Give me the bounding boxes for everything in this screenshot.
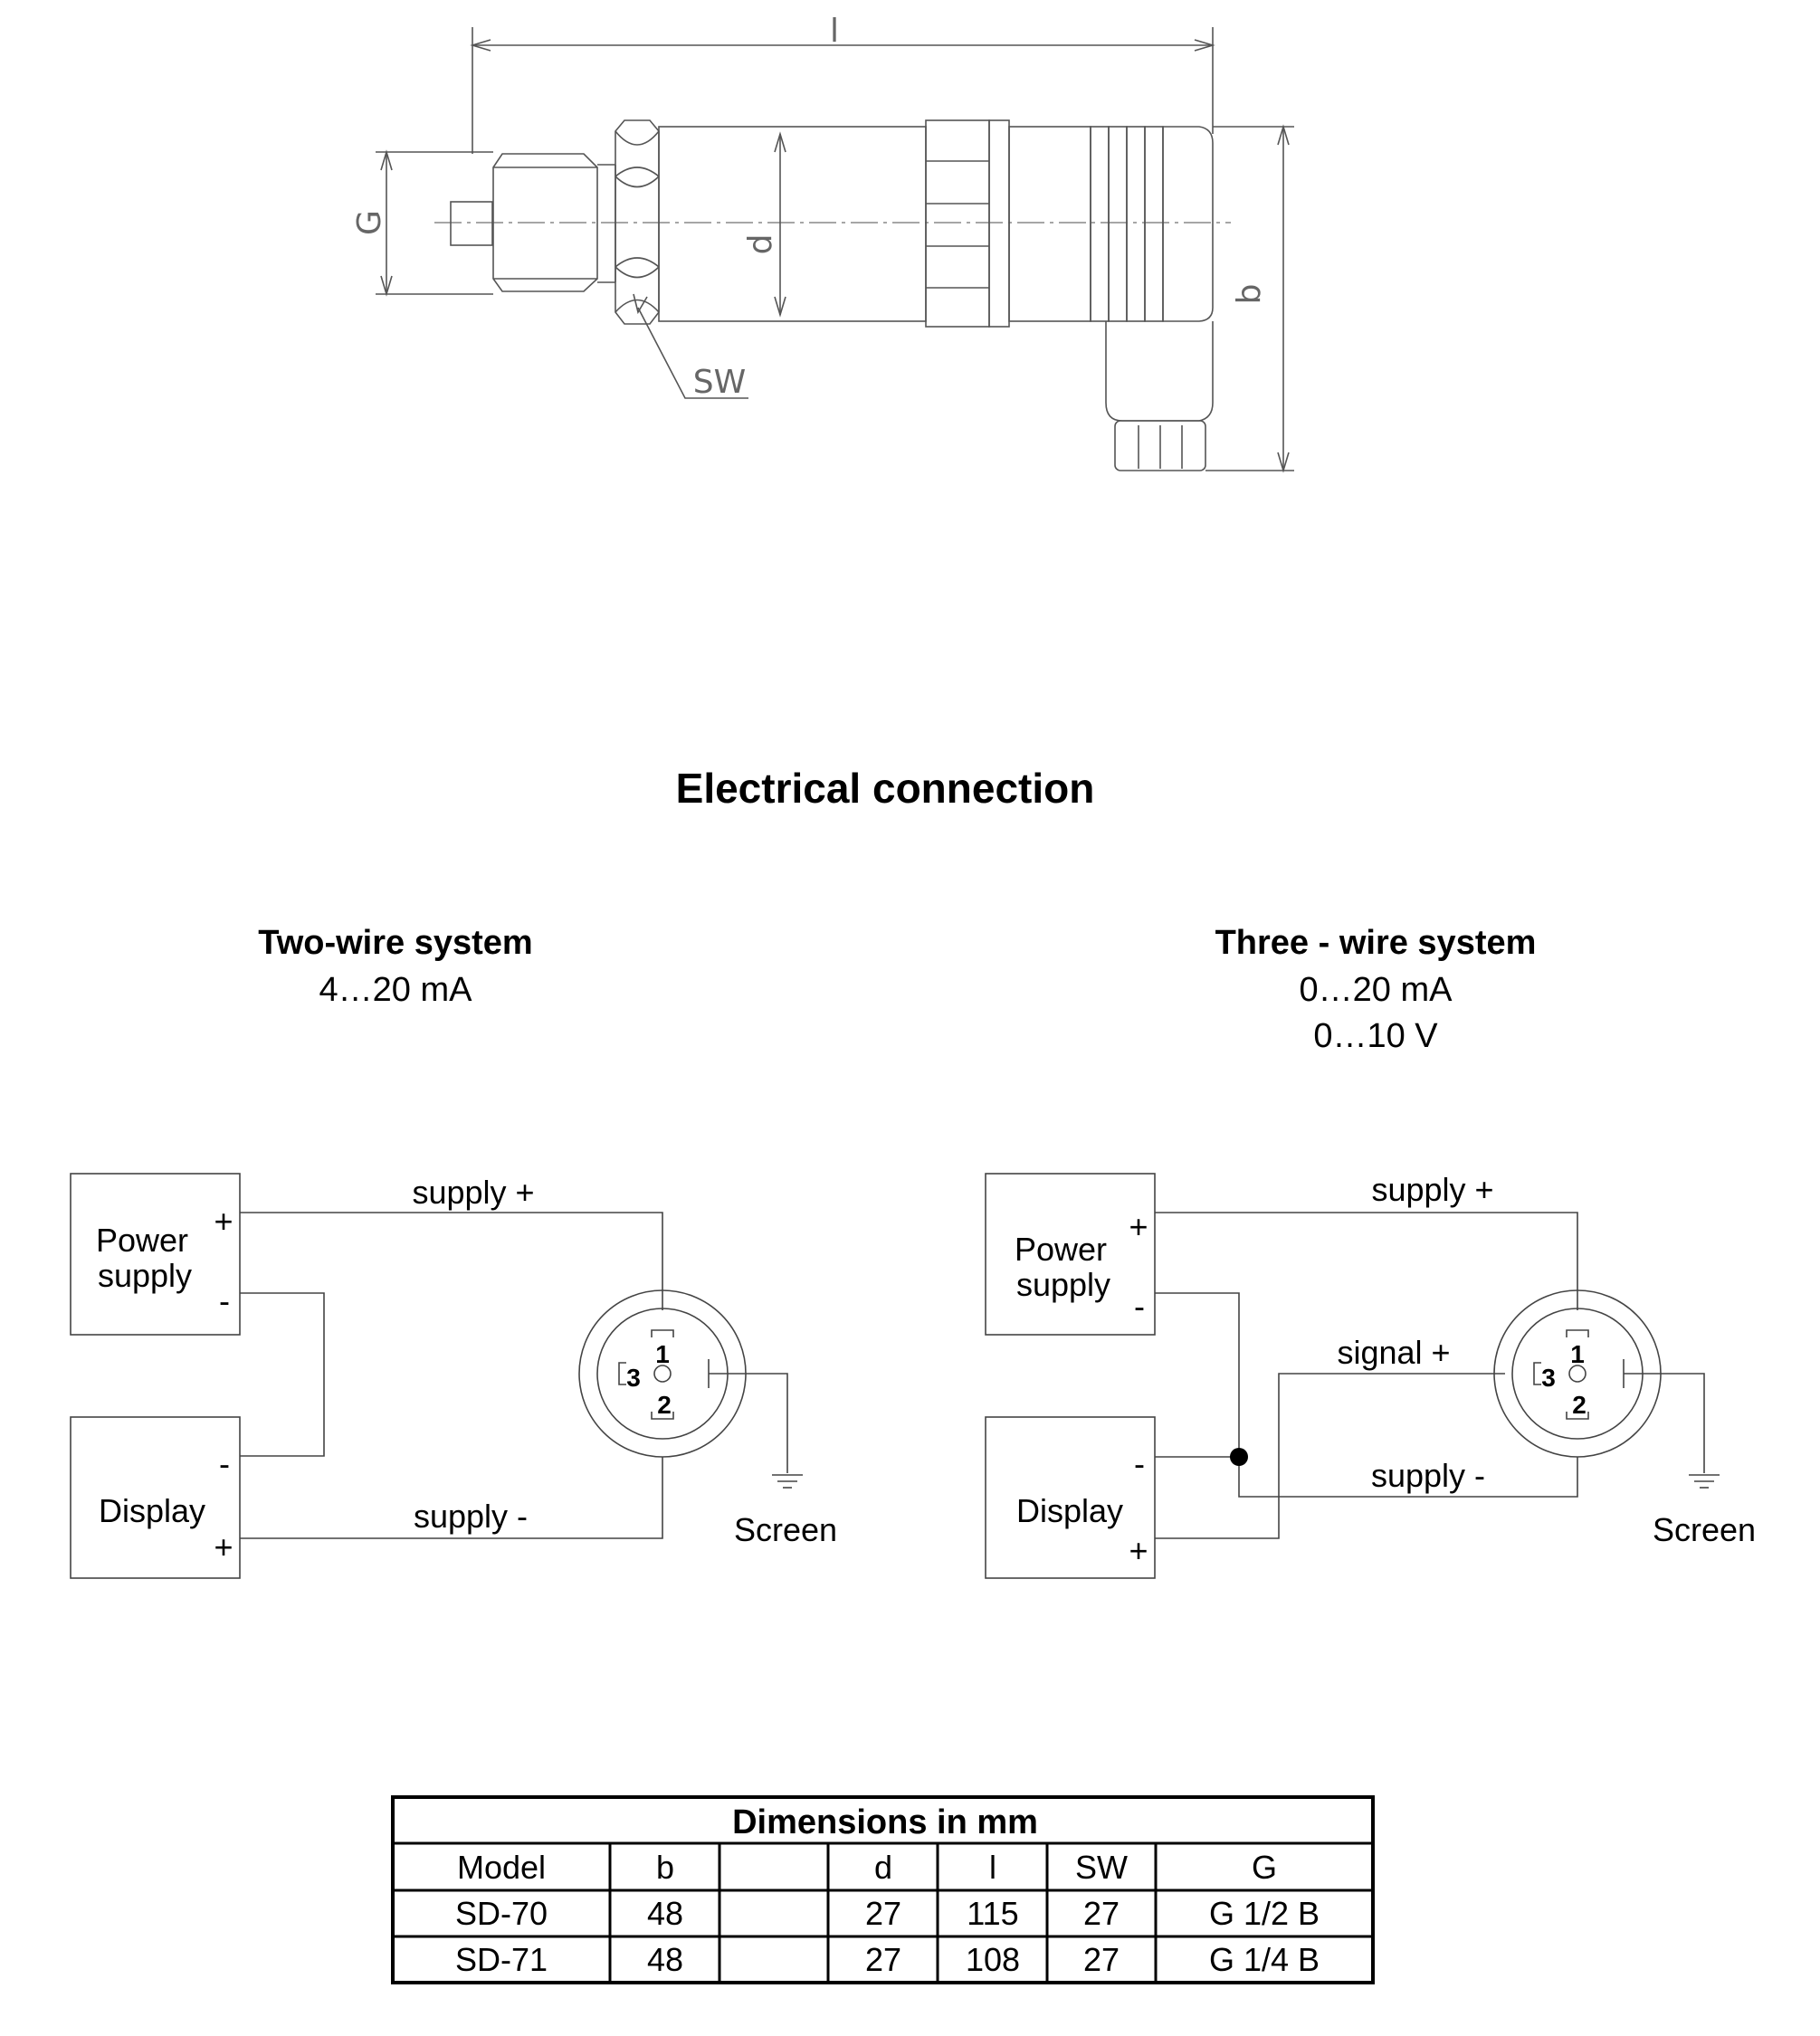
three-wire-power-label-1: Power [1015, 1231, 1107, 1268]
three-wire-signal-plus-label: signal + [1337, 1334, 1450, 1371]
table-cell: 27 [1083, 1941, 1120, 1978]
table-cell: 108 [966, 1941, 1020, 1978]
three-wire-supply-plus-label: supply + [1371, 1171, 1493, 1208]
two-wire-power-box [70, 1173, 241, 1336]
table-cell: SD-70 [455, 1895, 548, 1932]
two-wire-pin-3: 3 [626, 1364, 641, 1392]
two-wire-screen-label: Screen [734, 1511, 837, 1548]
three-wire-diagram: Three - wire system 0…20 mA 0…10 V [985, 924, 1756, 1579]
two-wire-range: 4…20 mA [319, 971, 473, 1009]
two-wire-display-plus: + [214, 1528, 233, 1565]
table-cell: G 1/2 B [1209, 1895, 1320, 1932]
dim-g-label: G [351, 210, 388, 235]
table-header-cell: l [989, 1849, 996, 1886]
two-wire-diagram: Two-wire system 4…20 mA Power [70, 924, 837, 1579]
three-wire-display-plus: + [1129, 1532, 1148, 1569]
two-wire-power-label-2: supply [98, 1257, 192, 1294]
table-cell: 27 [865, 1941, 901, 1978]
three-wire-range-voltage: 0…10 V [1313, 1017, 1438, 1055]
table-row: SD-70 48 27 115 27 G 1/2 B [455, 1895, 1320, 1932]
two-wire-power-plus: + [214, 1203, 233, 1240]
dim-d-label: d [742, 234, 779, 255]
three-wire-display-box [985, 1416, 1156, 1579]
sensor-drawing [376, 27, 1294, 473]
two-wire-heading: Two-wire system [258, 924, 532, 962]
three-wire-pin-1: 1 [1570, 1340, 1585, 1368]
two-wire-display-minus: - [219, 1445, 230, 1482]
two-wire-power-label-1: Power [96, 1222, 188, 1259]
three-wire-power-plus: + [1129, 1208, 1148, 1245]
three-wire-junction-dot [1230, 1448, 1248, 1466]
dim-b-label: b [1231, 284, 1268, 305]
two-wire-pin-1: 1 [655, 1340, 670, 1368]
two-wire-pin-2: 2 [657, 1391, 672, 1419]
three-wire-display-label: Display [1016, 1492, 1123, 1529]
three-wire-display-minus: - [1134, 1445, 1145, 1482]
two-wire-display-box [70, 1416, 241, 1579]
table-cell: 48 [647, 1895, 683, 1932]
three-wire-pin-2: 2 [1572, 1391, 1587, 1419]
table-header-cell: G [1252, 1849, 1277, 1886]
dim-l-label: l [830, 13, 839, 50]
two-wire-supply-plus-label: supply + [412, 1174, 534, 1211]
table-row: SD-71 48 27 108 27 G 1/4 B [455, 1941, 1320, 1978]
section-title: Electrical connection [676, 765, 1095, 812]
dim-sw-label: SW [693, 364, 746, 401]
table-header-cell: d [874, 1849, 892, 1886]
table-header-cell: b [656, 1849, 674, 1886]
table-caption: Dimensions in mm [732, 1803, 1038, 1841]
three-wire-pin-3: 3 [1541, 1364, 1556, 1392]
dimensions-table: Dimensions in mm Model b d l SW G SD-70 … [391, 1795, 1375, 1984]
three-wire-power-box [985, 1173, 1156, 1336]
three-wire-range-current: 0…20 mA [1300, 971, 1453, 1009]
table-cell: 115 [967, 1895, 1018, 1932]
three-wire-power-minus: - [1134, 1288, 1145, 1325]
table-header-cell: SW [1075, 1849, 1128, 1886]
table-cell: SD-71 [455, 1941, 548, 1978]
three-wire-screen-label: Screen [1653, 1511, 1756, 1548]
table-cell: G 1/4 B [1209, 1941, 1320, 1978]
table-header-cell: Model [457, 1849, 546, 1886]
table-cell: 48 [647, 1941, 683, 1978]
two-wire-supply-minus-label: supply - [414, 1498, 528, 1535]
table-cell: 27 [865, 1895, 901, 1932]
two-wire-display-label: Display [99, 1492, 205, 1529]
three-wire-heading: Three - wire system [1215, 924, 1537, 962]
three-wire-supply-minus-label: supply - [1371, 1457, 1485, 1494]
two-wire-power-minus: - [219, 1282, 230, 1319]
table-header-row: Model b d l SW G [457, 1849, 1277, 1886]
three-wire-power-label-2: supply [1016, 1266, 1110, 1303]
table-cell: 27 [1083, 1895, 1120, 1932]
